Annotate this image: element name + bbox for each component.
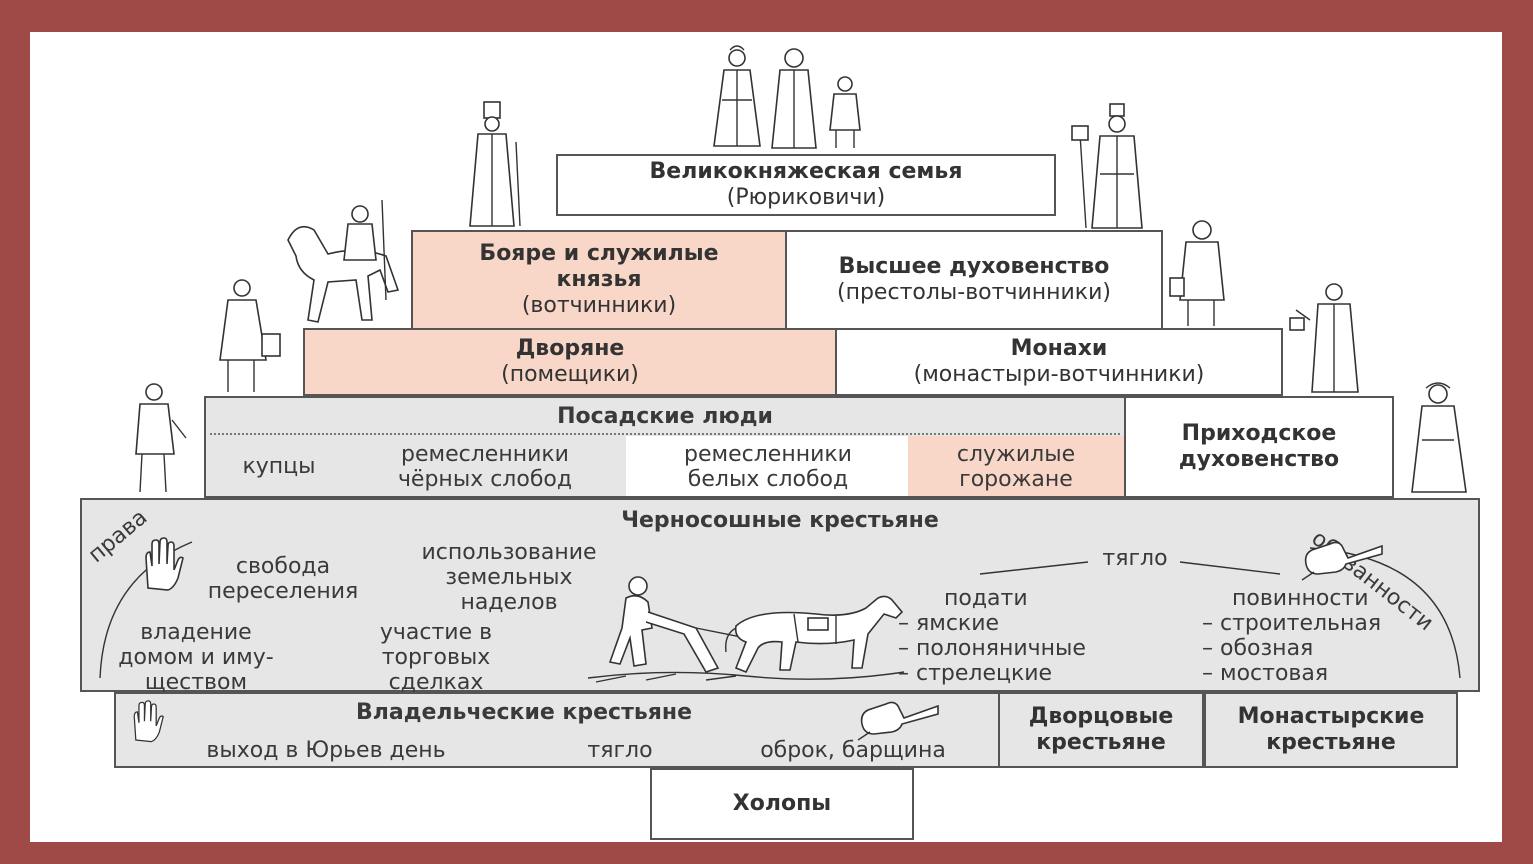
right-free-movement: свобода переселения: [207, 554, 359, 604]
diagram-canvas: Великокняжеская семья (Рюриковичи) Бояре…: [30, 32, 1502, 842]
parish-clergy-line2: духовенство: [1178, 447, 1340, 472]
tyaglo-lines: [979, 561, 1281, 575]
plough-horse-icon: [587, 576, 905, 683]
owned-tyaglo: тягло: [587, 738, 653, 763]
pointing-hand-icon: [1301, 541, 1383, 581]
townspeople-group-merchants: купцы: [242, 454, 316, 479]
townspeople-group-service-townsmen: служилые горожане: [956, 442, 1076, 492]
boyars-title-line1: Бояре и служилые: [479, 241, 719, 266]
person-figure-icon: [829, 76, 861, 148]
person-figure-icon: [219, 279, 281, 392]
owned-peasants-box: [114, 692, 1000, 768]
monastery-peasants-line1: Монастырские: [1237, 704, 1425, 729]
parish-clergy-line1: Приходское: [1181, 421, 1337, 446]
raised-palm-icon: [145, 537, 184, 591]
townspeople-title: Посадские люди: [557, 404, 773, 429]
right-land-use: использование земельных наделов: [421, 540, 597, 615]
person-figure-icon: [713, 45, 761, 147]
grand-family-box: Великокняжеская семья (Рюриковичи): [556, 154, 1056, 216]
obligations-list: повинности – строительная – обозная – мо…: [1202, 586, 1382, 686]
high-clergy-subtitle: (престолы-вотчинники): [837, 280, 1111, 305]
taxes-list: подати – ямские – полоняничные – стрелец…: [898, 586, 1086, 686]
townspeople-white-cell: [626, 436, 908, 496]
townspeople-group-white-craftsmen: ремесленники белых слобод: [684, 442, 852, 492]
black-peasants-title: Черносошные крестьяне: [621, 508, 939, 533]
nobles-subtitle: (помещики): [501, 362, 639, 387]
palace-peasants-line2: крестьяне: [1036, 730, 1166, 755]
owned-duty: оброк, барщина: [760, 738, 946, 763]
person-figure-icon: [469, 101, 521, 227]
nobles-box: Дворяне (помещики): [303, 328, 837, 396]
tyaglo-label: тягло: [1102, 546, 1168, 571]
boyars-title-line2: князья: [556, 267, 642, 292]
owned-right-yuriev-day: выход в Юрьев день: [206, 738, 446, 763]
monks-title: Монахи: [1010, 336, 1108, 361]
raised-palm-icon: [133, 700, 164, 743]
person-figure-icon: [287, 199, 400, 323]
person-figure-icon: [771, 48, 817, 149]
right-trade: участие в торговых сделках: [379, 620, 493, 695]
monastery-peasants-line2: крестьяне: [1266, 730, 1396, 755]
person-figure-icon: [1071, 103, 1143, 229]
parish-clergy-box: Приходское духовенство: [1124, 396, 1394, 498]
boyars-subtitle: (вотчинники): [521, 293, 677, 318]
owned-peasants-title: Владельческие крестьяне: [356, 700, 692, 725]
right-property: владение домом и иму- ществом: [118, 620, 274, 695]
serfs-box: Холопы: [650, 768, 914, 840]
monks-subtitle: (монастыри-вотчинники): [913, 362, 1205, 387]
townspeople-divider: [210, 433, 1120, 435]
townspeople-pink-cell: [908, 436, 1124, 496]
palace-peasants-box: Дворцовые крестьяне: [998, 692, 1204, 768]
person-figure-icon: [135, 383, 187, 493]
palace-peasants-line1: Дворцовые: [1028, 704, 1174, 729]
grand-family-subtitle: (Рюриковичи): [726, 185, 886, 210]
person-figure-icon: [1289, 283, 1359, 393]
boyars-box: Бояре и служилые князья (вотчинники): [411, 230, 787, 330]
high-clergy-box: Высшее духовенство (престолы-вотчинники): [785, 230, 1163, 330]
nobles-title: Дворяне: [515, 336, 625, 361]
person-figure-icon: [1411, 382, 1467, 493]
serfs-title: Холопы: [732, 791, 832, 816]
pointing-hand-icon: [857, 701, 939, 741]
townspeople-group-black-craftsmen: ремесленники чёрных слобод: [397, 442, 573, 492]
high-clergy-title: Высшее духовенство: [838, 254, 1110, 279]
monks-box: Монахи (монастыри-вотчинники): [835, 328, 1283, 396]
grand-family-title: Великокняжеская семья: [649, 159, 963, 184]
monastery-peasants-box: Монастырские крестьяне: [1204, 692, 1458, 768]
person-figure-icon: [1169, 220, 1225, 326]
